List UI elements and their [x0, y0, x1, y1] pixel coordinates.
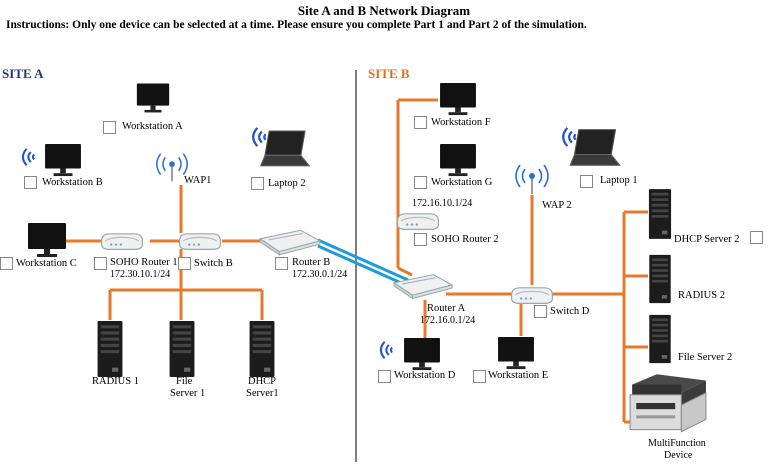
instructions-text: Instructions: Only one device can be sel… [6, 19, 587, 31]
soho-router-2-ip: 172.16.10.1/24 [412, 198, 473, 209]
multifunction-device-label-line2: Device [664, 450, 693, 461]
router-b-label: Router B [292, 257, 331, 268]
switch-b-label: Switch B [194, 258, 233, 269]
file-server-1-label-line1: File [176, 376, 193, 387]
workstation-g-checkbox[interactable] [414, 176, 427, 189]
site-a-links [66, 185, 264, 320]
workstation-f-monitor-icon[interactable] [438, 82, 478, 116]
laptop-1-laptop-icon[interactable] [568, 128, 622, 168]
workstation-d-label: Workstation D [394, 370, 456, 381]
page-title: Site A and B Network Diagram [297, 3, 471, 18]
workstation-b-monitor-icon[interactable] [44, 143, 82, 177]
workstation-f-label: Workstation F [431, 117, 491, 128]
dhcp-server-2-checkbox[interactable] [750, 231, 763, 244]
switch-d-switch-icon[interactable] [508, 284, 556, 306]
soho-router-2-checkbox[interactable] [414, 233, 427, 246]
switch-b-switch-icon[interactable] [176, 230, 224, 252]
soho-router-1-label: SOHO Router 1 [110, 257, 178, 268]
wap2-access-point-icon[interactable] [512, 160, 552, 196]
switch-d-checkbox[interactable] [534, 305, 547, 318]
workstation-b-label: Workstation B [42, 177, 103, 188]
wap2-label: WAP 2 [542, 200, 572, 211]
laptop-2-laptop-icon[interactable] [258, 130, 312, 168]
router-b-checkbox[interactable] [275, 257, 288, 270]
dhcp-server1-label-line1: DHCP [248, 376, 277, 387]
soho-router-1-router-icon[interactable] [98, 230, 146, 252]
workstation-e-monitor-icon[interactable] [496, 336, 536, 370]
file-server-2-label: File Server 2 [678, 352, 733, 363]
file-server-2-server-icon[interactable] [648, 314, 672, 364]
file-server-1-label-line2: Server 1 [170, 388, 206, 399]
workstation-a-label: Workstation A [122, 121, 183, 132]
multifunction-device-printer-icon[interactable] [626, 372, 708, 434]
soho-router-1-checkbox[interactable] [94, 257, 107, 270]
wap1-label: WAP1 [184, 175, 212, 186]
laptop-2-checkbox[interactable] [251, 177, 264, 190]
workstation-e-label: Workstation E [488, 370, 549, 381]
router-a-router-icon[interactable] [392, 272, 454, 300]
dhcp-server1-server-icon[interactable] [248, 320, 276, 378]
site-b-links [396, 98, 648, 424]
radius-2-label: RADIUS 2 [678, 290, 725, 301]
workstation-c-label: Workstation C [16, 258, 77, 269]
switch-b-checkbox[interactable] [178, 257, 191, 270]
site-b-label: SITE B [368, 66, 410, 81]
dhcp-server1-label-line2: Server1 [246, 388, 279, 399]
laptop-1-checkbox[interactable] [580, 175, 593, 188]
workstation-c-monitor-icon[interactable] [26, 222, 68, 258]
soho-router-1-ip: 172.30.10.1/24 [110, 269, 171, 280]
file-server-1-server-icon[interactable] [168, 320, 196, 378]
workstation-b-checkbox[interactable] [24, 176, 37, 189]
router-b-ip: 172.30.0.1/24 [292, 269, 348, 280]
dhcp-server-2-label: DHCP Server 2 [674, 234, 740, 245]
router-b-router-icon[interactable] [258, 228, 322, 256]
workstation-d-checkbox[interactable] [378, 370, 391, 383]
dhcp-server-2-server-icon[interactable] [648, 188, 672, 240]
workstation-a-monitor-icon[interactable] [136, 82, 170, 114]
workstation-g-monitor-icon[interactable] [438, 143, 478, 177]
workstation-c-checkbox[interactable] [0, 257, 13, 270]
radius-2-server-icon[interactable] [648, 254, 672, 304]
router-a-ip: 172.16.0.1/24 [420, 315, 476, 326]
soho-router-2-router-icon[interactable] [394, 210, 442, 232]
workstation-e-checkbox[interactable] [473, 370, 486, 383]
site-a-label: SITE A [2, 66, 44, 81]
soho-router-2-label: SOHO Router 2 [431, 234, 499, 245]
wan-link [317, 238, 409, 288]
laptop-1-label: Laptop 1 [600, 175, 638, 186]
multifunction-device-label-line1: MultiFunction [648, 438, 706, 449]
workstation-d-monitor-icon[interactable] [402, 337, 442, 371]
radius-1-label: RADIUS 1 [92, 376, 139, 387]
workstation-b-wireless-icon [20, 145, 40, 169]
switch-d-label: Switch D [550, 306, 590, 317]
laptop-2-label: Laptop 2 [268, 178, 306, 189]
workstation-g-label: Workstation G [431, 177, 493, 188]
workstation-d-wireless-icon [378, 338, 398, 362]
workstation-a-checkbox[interactable] [103, 121, 116, 134]
router-a-label: Router A [427, 303, 466, 314]
radius-1-server-icon[interactable] [96, 320, 124, 378]
workstation-f-checkbox[interactable] [414, 116, 427, 129]
